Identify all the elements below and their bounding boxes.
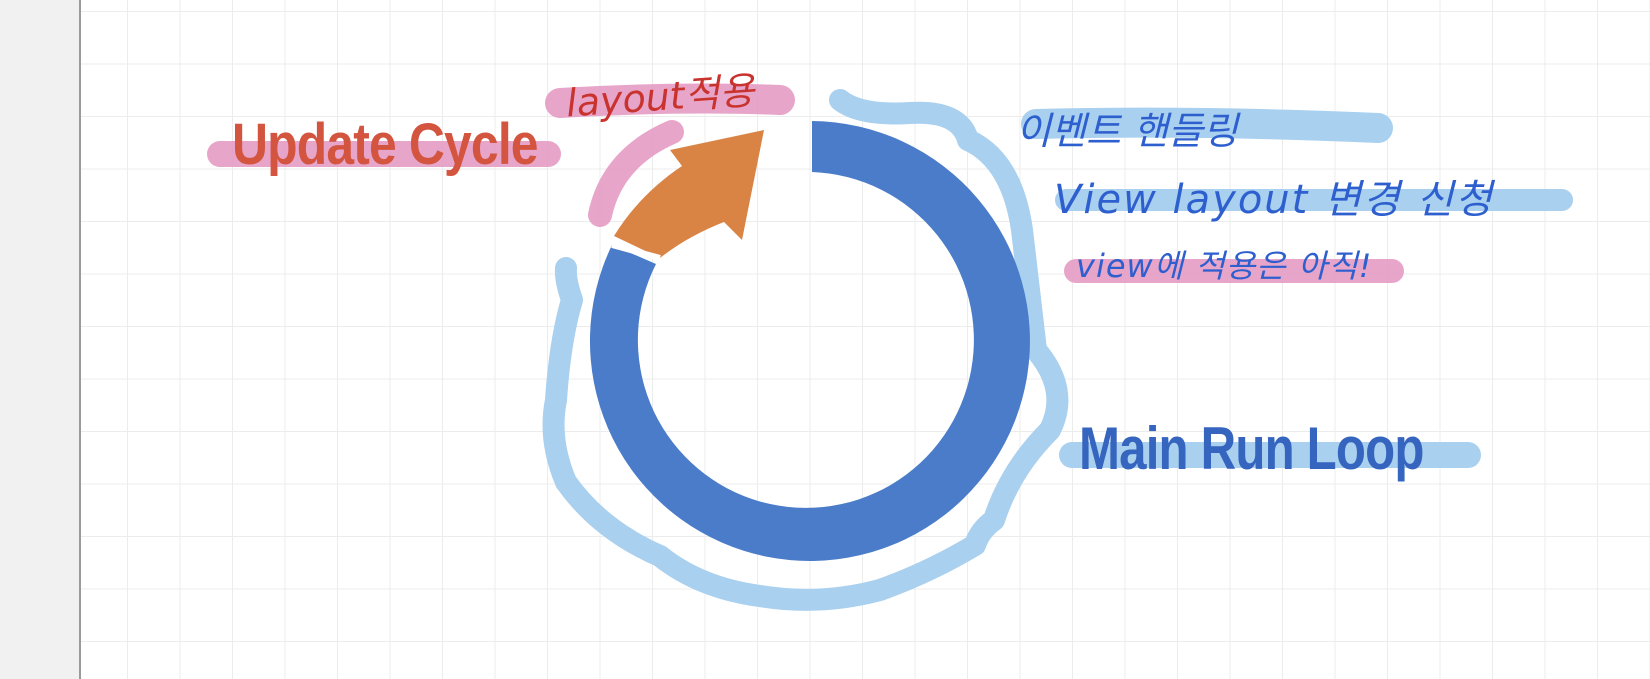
not-applied-yet-annotation: view에 적용은 아직! xyxy=(1076,247,1373,285)
blue-highlight-event xyxy=(1021,107,1393,143)
update-cycle-title: Update Cycle xyxy=(232,112,539,177)
update-cycle-arrow xyxy=(614,130,764,258)
view-layout-change-annotation: View layout 변경 신청 xyxy=(1054,177,1494,223)
main-run-loop-title: Main Run Loop xyxy=(1079,415,1424,482)
pink-arc-stroke xyxy=(588,120,684,227)
blue-outline-loop-stroke xyxy=(542,89,1069,611)
event-handling-annotation: 이벤트 핸들링 xyxy=(1016,109,1238,153)
pink-highlight-layout xyxy=(545,83,795,118)
